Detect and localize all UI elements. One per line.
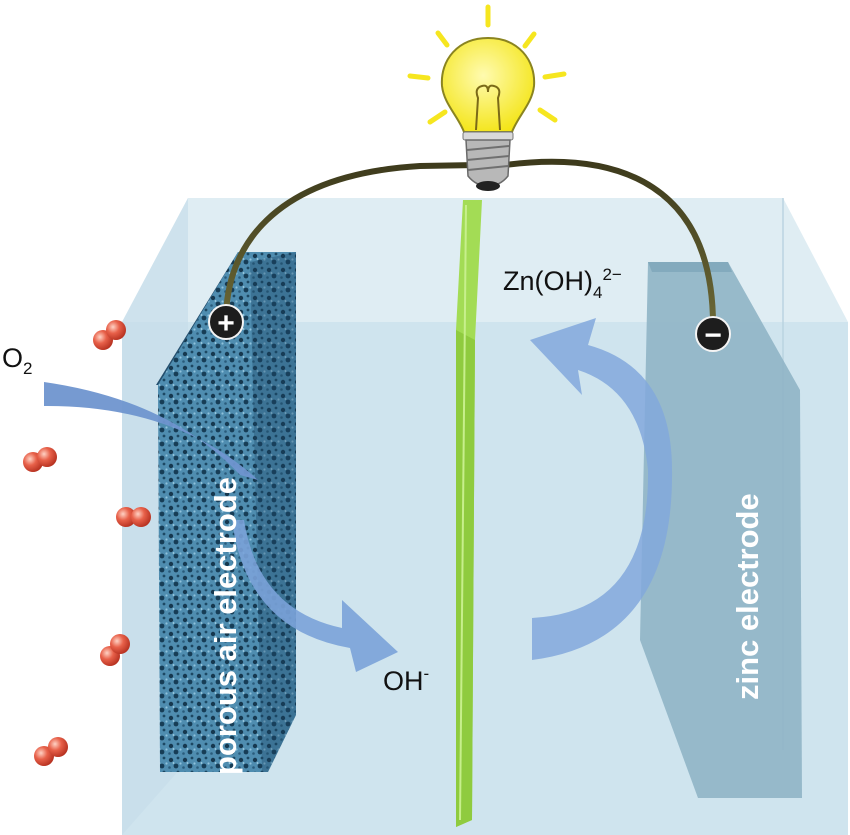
zinc-electrode-label: zinc electrode <box>730 493 765 700</box>
positive-terminal: + <box>208 304 244 340</box>
separator-highlight <box>459 204 467 821</box>
oxygen-molecule <box>23 447 57 472</box>
oxygen-label: O2 <box>2 343 32 378</box>
separator-membrane <box>456 200 482 827</box>
zinc-electrode-edge <box>648 262 732 272</box>
hydroxide-label: OH- <box>383 664 429 696</box>
negative-terminal: − <box>695 316 731 352</box>
oxygen-flow-arrow <box>44 382 258 480</box>
light-bulb-icon <box>407 4 567 191</box>
bulb-contact <box>476 181 500 191</box>
zinc-electrode-slab <box>640 262 802 798</box>
air-electrode-label: porous air electrode <box>208 477 243 775</box>
negative-terminal-symbol: − <box>704 319 722 352</box>
oxygen-molecule <box>100 634 130 666</box>
zincate-label: Zn(OH)42− <box>503 265 622 302</box>
oxygen-molecules <box>23 320 151 766</box>
light-rays <box>407 4 567 125</box>
oxygen-molecule <box>116 507 151 527</box>
air-electrode <box>156 252 296 772</box>
zincate-flow-arrow <box>530 318 673 660</box>
circuit-wire <box>223 158 717 333</box>
hydroxide-flow-arrow <box>232 520 398 672</box>
positive-terminal-symbol: + <box>217 307 235 340</box>
air-electrode-body <box>158 252 296 772</box>
air-electrode-face <box>250 252 296 772</box>
oxygen-molecule <box>93 320 126 350</box>
bulb-glass <box>440 36 536 133</box>
bulb-filament <box>475 84 501 131</box>
bulb-collar <box>462 131 514 141</box>
oxygen-molecule <box>34 737 68 766</box>
zinc-electrode <box>640 262 802 798</box>
separator-side <box>456 330 475 827</box>
